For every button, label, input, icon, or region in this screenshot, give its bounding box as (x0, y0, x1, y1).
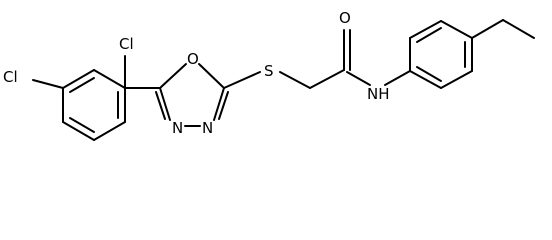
oxadiazole-ring (155, 63, 229, 127)
dichlorophenyl-ring (62, 69, 126, 141)
bond (384, 70, 411, 86)
bond (93, 69, 126, 89)
ring-nitrogen-left-label: N (172, 119, 183, 137)
bond (198, 63, 225, 89)
cl-top-label: Cl (119, 35, 134, 53)
bond (32, 79, 64, 89)
bond (218, 91, 229, 120)
structure-svg: Cl Cl O N N S O NH (3, 9, 535, 141)
bond (62, 69, 95, 89)
bond (471, 19, 504, 39)
ethylphenyl-ring (409, 20, 473, 89)
carbonyl-oxygen-label: O (339, 9, 351, 27)
ring-nitrogen-right-label: N (202, 119, 213, 137)
bond (93, 121, 126, 141)
bond (440, 20, 473, 39)
molecule-diagram: Cl Cl O N N S O NH (3, 9, 535, 141)
bond (223, 71, 261, 89)
bond (62, 121, 95, 141)
double-bond (416, 66, 442, 82)
bond (502, 19, 535, 39)
ring-oxygen-label: O (187, 50, 199, 68)
bond (409, 20, 442, 39)
double-bond (416, 27, 442, 43)
bond (213, 87, 225, 121)
bond (155, 91, 166, 120)
bond (409, 70, 442, 89)
double-bond (69, 117, 95, 133)
bond (159, 63, 187, 89)
amide-nh-label: NH (367, 85, 390, 103)
bond (309, 69, 345, 89)
sulfur-label: S (264, 62, 274, 80)
bond (159, 87, 171, 121)
bond (346, 71, 371, 86)
double-bond (69, 77, 95, 93)
bond (279, 71, 311, 89)
cl-left-label: Cl (3, 68, 18, 86)
bond (440, 70, 473, 89)
